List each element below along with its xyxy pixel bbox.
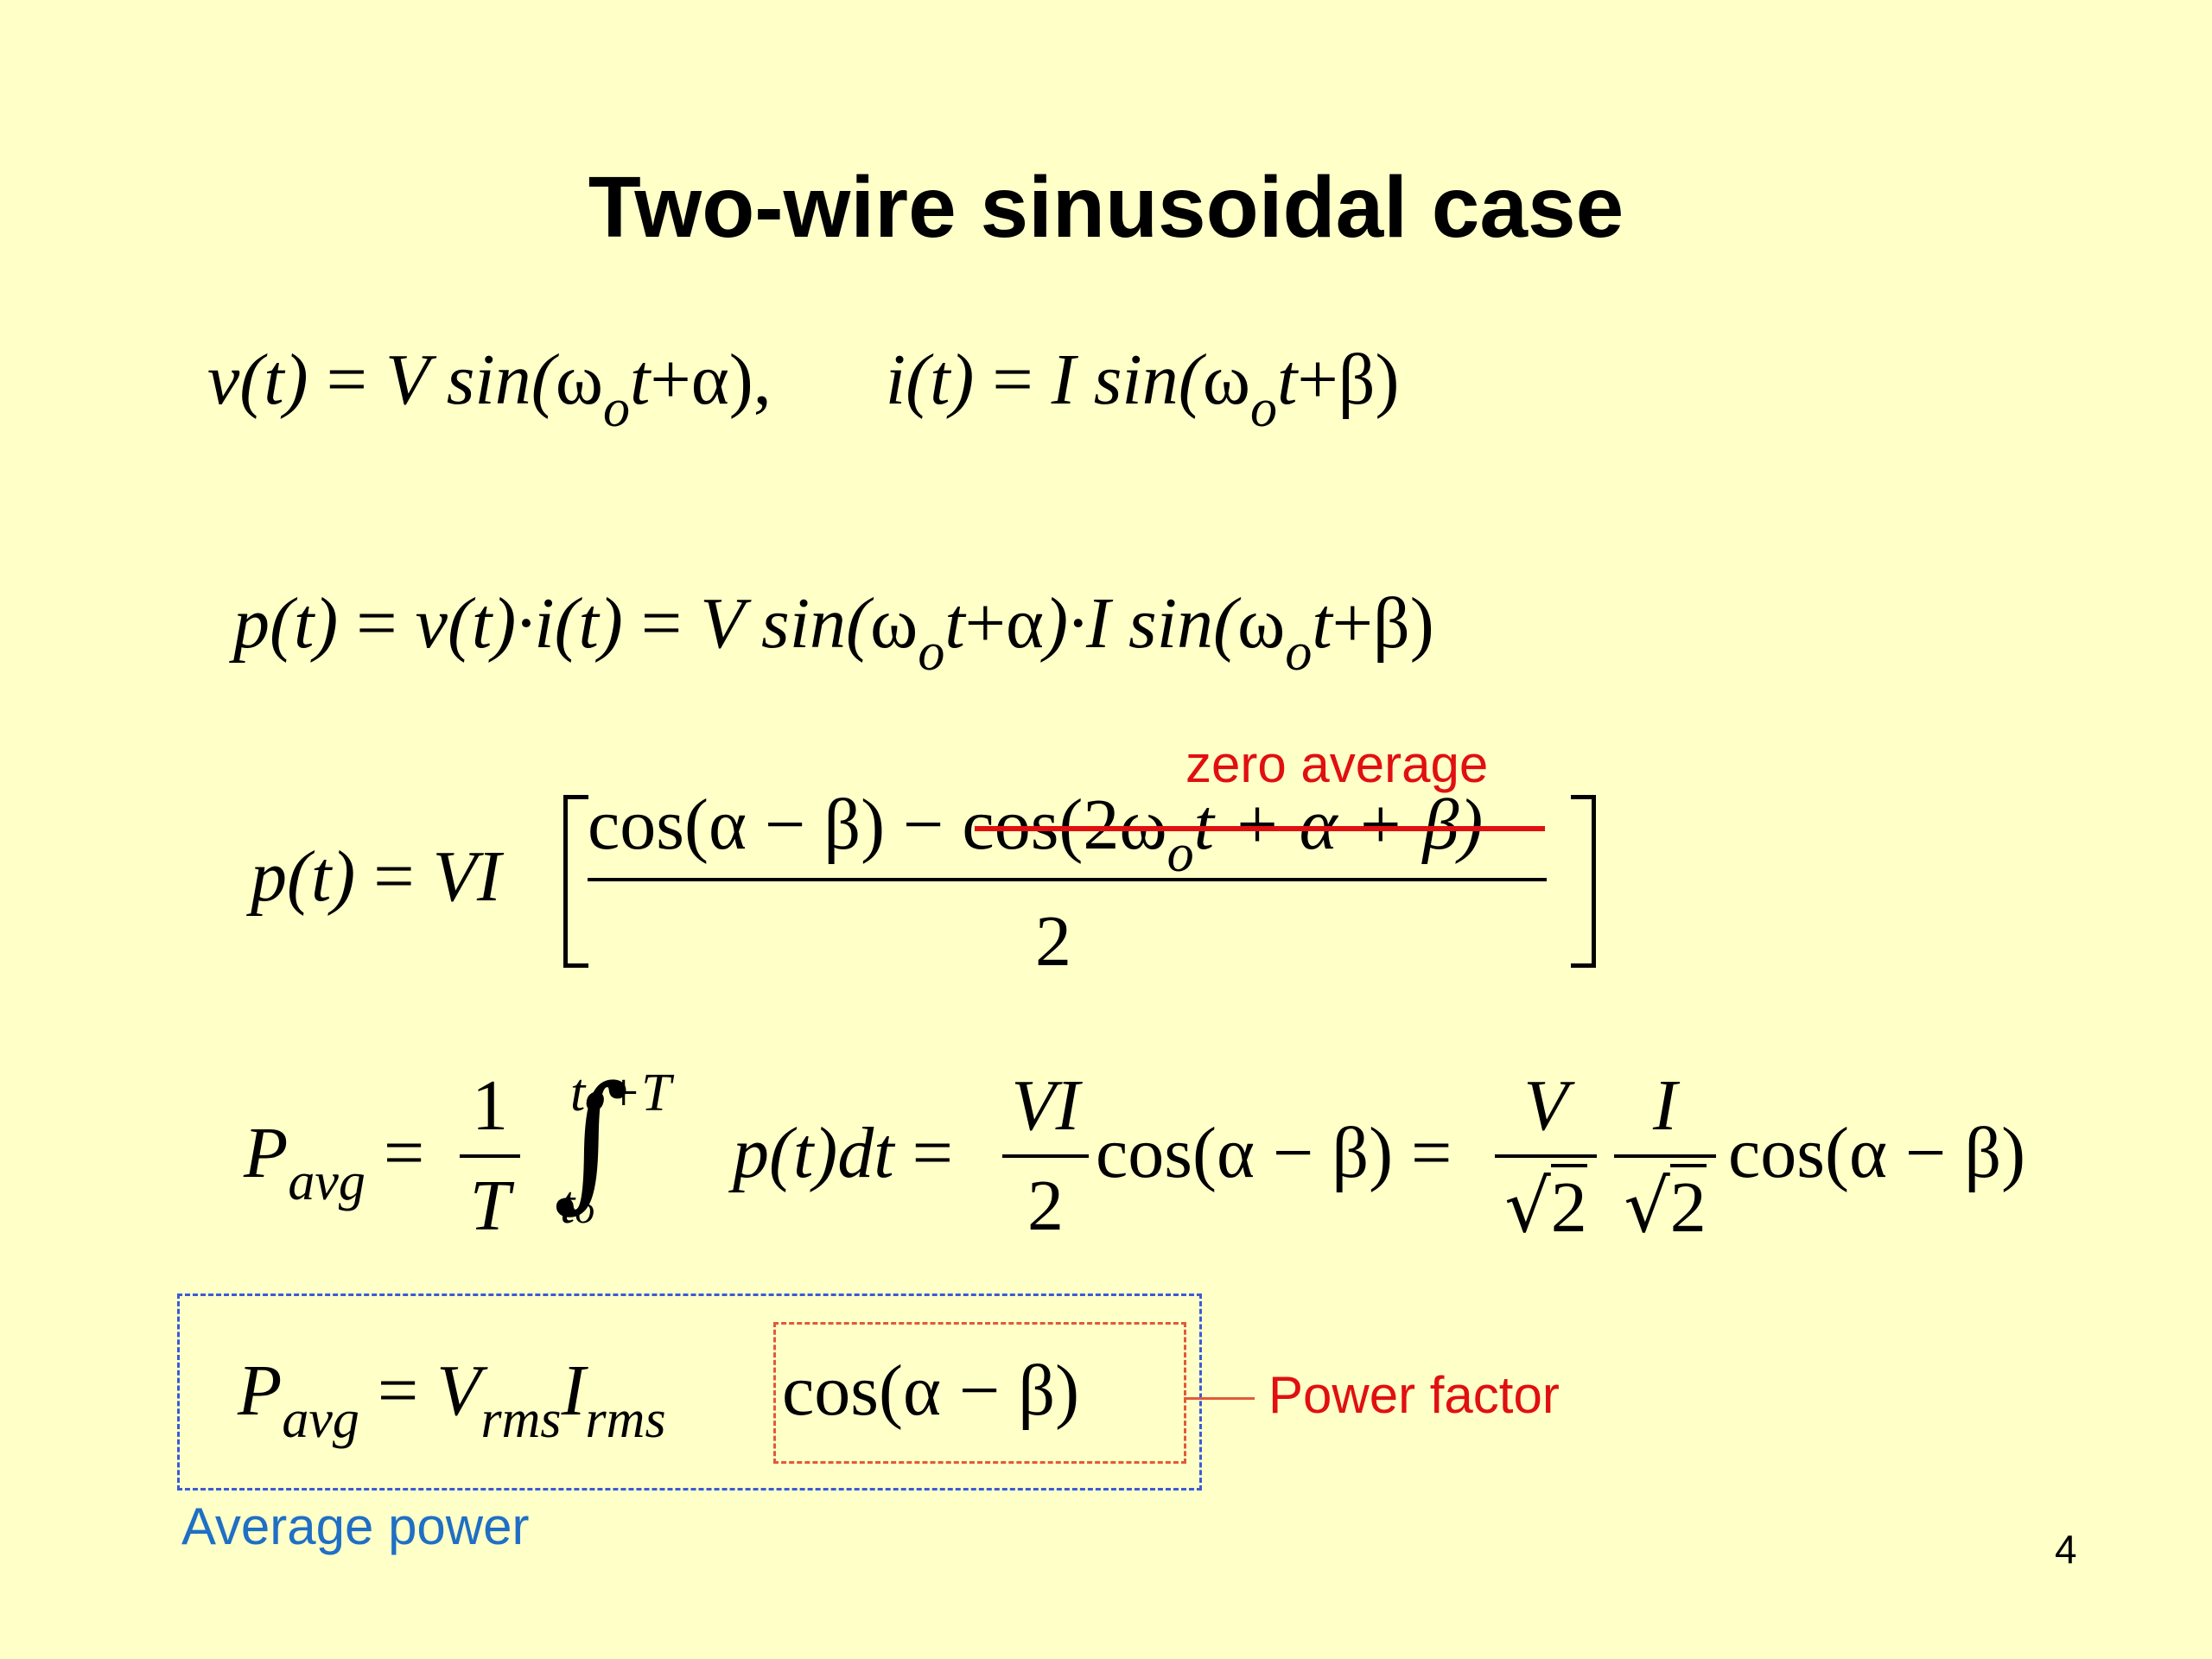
integral-upper-limit: to+T (570, 1064, 671, 1122)
fraction-numerator: cos(α − β) − cos(2ωot + α + β) (588, 782, 1484, 883)
cos-diff-term: cos(α − β) − (588, 785, 963, 865)
equals-sign: = (640, 583, 683, 664)
equals-sign: = (356, 583, 397, 664)
t-symbol: t (630, 340, 651, 420)
zero-average-strike (975, 826, 1545, 831)
equation-instant-power: p(t) = v(t)·i(t) = V sin(ωot+α)·I sin(ωo… (233, 581, 1434, 682)
omega-symbol: ω (1237, 583, 1286, 664)
plus-beta: +β (1332, 583, 1410, 664)
left-bracket (563, 795, 588, 968)
v-rhs-start: V sin( (385, 340, 556, 420)
i-sin-close: ) (1409, 583, 1434, 664)
i-sin-start: )·I sin( (1044, 583, 1238, 664)
cos-term-b: cos(α − β) (1728, 1113, 2026, 1193)
equals-sign: = (1411, 1113, 1452, 1193)
subscript-avg: avg (282, 1390, 359, 1449)
integral-lower-limit: to (560, 1176, 595, 1235)
omega-symbol: ω (870, 583, 918, 664)
v-lhs: v(t) (207, 340, 308, 420)
cos-double-term: cos(2ωot + α + β) (962, 785, 1484, 883)
zero-average-label: zero average (1185, 735, 1489, 793)
subscript-o: o (1285, 623, 1313, 682)
subscript-o: o (1166, 824, 1194, 883)
slide-title: Two-wire sinusoidal case (588, 159, 1624, 256)
fraction-denominator: 2 (1035, 901, 1071, 982)
power-factor-box (773, 1322, 1186, 1464)
cos-term-a: cos(α − β) = (1096, 1113, 1452, 1193)
omega-symbol: ω (1202, 340, 1251, 420)
plus-beta: +β (1297, 340, 1376, 420)
subscript-o: o (918, 623, 945, 682)
right-bracket (1571, 795, 1596, 968)
integral-sign: ∫ (553, 1055, 630, 1226)
equals-sign: = (383, 1113, 425, 1193)
equals-sign: = (912, 1113, 953, 1193)
equals-sign: = (373, 836, 415, 917)
v-rms: Vrms (436, 1351, 562, 1449)
subscript-o: o (603, 379, 631, 438)
i-rhs-start: I sin( (1051, 340, 1203, 420)
v-over-root2: V √2 (1495, 1063, 1597, 1251)
power-factor-term: cos(α − β) (782, 1351, 1080, 1431)
v-close: ), (728, 340, 772, 420)
p-lhs: p(t) (233, 583, 339, 664)
average-power-box (177, 1294, 1202, 1491)
i-over-root2: I √2 (1614, 1063, 1716, 1251)
equals-sign: = (992, 340, 1033, 420)
power-factor-connector (1184, 1397, 1255, 1400)
power-factor-label: Power factor (1268, 1366, 1560, 1424)
i-lhs: i(t) (885, 340, 975, 420)
t-symbol: t (944, 583, 965, 664)
vi-over-two: VI 2 (1002, 1063, 1089, 1249)
t-symbol: t (1277, 340, 1298, 420)
plus-alpha: +α (964, 583, 1045, 664)
equals-sign: = (377, 1351, 419, 1431)
i-rms: Irms (561, 1351, 666, 1449)
average-power-label: Average power (181, 1497, 530, 1555)
t-symbol: t (1312, 583, 1332, 664)
pavg-lhs: Pavg = (244, 1113, 425, 1211)
one-over-t: 1 T (460, 1063, 520, 1249)
page-number: 4 (2055, 1527, 2077, 1572)
plus-alpha: +α (650, 340, 729, 420)
subscript-avg: avg (288, 1153, 365, 1211)
p-lhs: p(t) (251, 836, 356, 917)
equals-sign: = (326, 340, 367, 420)
fraction-bar (588, 878, 1547, 881)
vi-factor: VI (432, 836, 501, 917)
pavg-rms-equation: Pavg = VrmsIrms (238, 1351, 666, 1449)
equation-voltage-current: v(t) = V sin(ωot+α), i(t) = I sin(ωot+β) (207, 337, 1400, 438)
omega-symbol: ω (555, 340, 604, 420)
v-sin-start: V sin( (700, 583, 871, 664)
vi-product: v(t)·i(t) (415, 583, 623, 664)
subscript-o: o (1250, 379, 1278, 438)
i-close: ) (1375, 340, 1400, 420)
integrand: p(t)dt = (733, 1113, 953, 1193)
equation-expanded-power: p(t) = VI (251, 834, 501, 920)
